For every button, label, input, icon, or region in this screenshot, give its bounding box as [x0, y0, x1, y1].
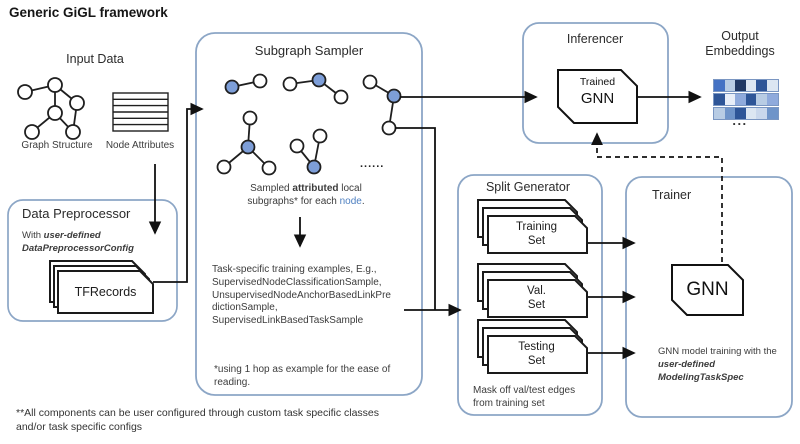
note-config: DataPreprocessorConfig [22, 243, 134, 254]
training-line2: Set [527, 234, 546, 247]
val-set-stack [477, 263, 588, 318]
diagram-footnote: **All components can be user configured … [16, 406, 436, 434]
embedding-cell [745, 108, 757, 119]
testing-line1: Testing [518, 341, 555, 353]
embedding-cell [766, 108, 778, 119]
testing-line2: Set [527, 354, 546, 367]
caption-p1: Sampled [250, 183, 293, 194]
embedding-cell [756, 94, 767, 105]
caption-attributed: attributed [292, 183, 339, 194]
page-title: Generic GiGL framework [9, 5, 168, 20]
embedding-cell [745, 94, 757, 105]
embedding-cell [735, 108, 746, 119]
trainer-note-taskspec: ModelingTaskSpec [658, 372, 744, 383]
trainer-title: Trainer [652, 188, 692, 202]
caption-p3: local subgraphs* for each [247, 183, 362, 207]
note-prefix: With [22, 230, 44, 241]
embedding-cell [714, 94, 725, 105]
output-ellipsis: ... [732, 113, 748, 128]
val-line2: Set [527, 298, 546, 311]
sampler-caption: Sampled attributed local subgraphs* for … [231, 182, 381, 208]
data-preprocessor-box [7, 199, 178, 322]
mask-note-line2: from training set [473, 398, 545, 409]
trainer-note: GNN model training with the user-defined… [658, 345, 778, 384]
val-line1: Val. [527, 285, 546, 297]
task-line: dictionSample, [212, 302, 278, 314]
embedding-cell [724, 80, 736, 91]
task-line: Task-specific training examples, E.g., [212, 264, 377, 275]
inferencer-title: Inferencer [566, 32, 624, 46]
tfrecords-label: TFRecords [74, 285, 137, 299]
graph-structure-label: Graph Structure [21, 140, 93, 151]
trained-gnn-card [557, 69, 638, 124]
arrow-tfrecords-to-sampler [153, 102, 204, 283]
data-preprocessor-title: Data Preprocessor [22, 206, 131, 221]
training-line1: Training [515, 221, 558, 233]
embedding-cell [714, 108, 725, 119]
trainer-gnn-label: GNN [686, 279, 729, 300]
trained-label: Trained [579, 76, 616, 88]
sampler-ellipsis: ...... [360, 158, 385, 170]
embedding-row [713, 93, 779, 106]
node-attributes-icon [112, 92, 169, 132]
graph-structure-icon [17, 77, 85, 140]
tfrecords-stack [49, 260, 154, 314]
split-generator-title: Split Generator [485, 180, 571, 194]
embedding-cell [756, 108, 767, 119]
trainer-note-prefix: GNN model training with the [658, 346, 777, 357]
testing-set-stack [477, 319, 588, 374]
output-label-line1: Output [721, 29, 759, 43]
output-embeddings-grid [713, 79, 779, 120]
sampler-footnote: *using 1 hop as example for the ease of … [214, 364, 391, 388]
output-label-line2: Embeddings [705, 44, 775, 58]
footnote-line1: **All components can be user configured … [16, 407, 380, 419]
task-line: UnsupervisedNodeAnchorBasedLinkPre [212, 289, 391, 301]
task-line: SupervisedLinkBasedTaskSample [212, 315, 364, 327]
caption-node-link: node [339, 196, 362, 207]
caption-p5: . [361, 196, 365, 207]
gnn-card [671, 264, 744, 316]
note-user-defined: user-defined [43, 230, 101, 241]
footnote-line2: and/or task specific configs [16, 421, 143, 433]
mask-note-line1: Mask off val/test edges [473, 385, 576, 396]
split-generator-box [457, 174, 603, 416]
embedding-cell [724, 108, 736, 119]
trainer-note-user-defined: user-defined [658, 359, 716, 370]
embedding-row [713, 79, 779, 92]
embedding-cell [756, 80, 767, 91]
embedding-cell [766, 80, 778, 91]
embedding-row [713, 107, 779, 120]
connector-sampler-down [395, 127, 436, 310]
embedding-cell [724, 94, 736, 105]
input-data-label: Input Data [66, 52, 124, 66]
subgraph-sampler-title: Subgraph Sampler [254, 43, 364, 58]
trained-gnn-label: GNN [580, 90, 615, 107]
training-set-stack [477, 199, 588, 254]
subgraph-sampler-box [195, 32, 423, 396]
split-generator-note: Mask off val/test edges from training set [473, 384, 598, 410]
val-set-label: Val.Set [490, 285, 583, 312]
task-examples-text: Task-specific training examples, E.g., S… [212, 264, 420, 328]
embedding-cell [735, 94, 746, 105]
embedding-cell [745, 80, 757, 91]
embedding-cell [714, 80, 725, 91]
node-attributes-label: Node Attributes [105, 140, 175, 151]
embedding-cell [735, 80, 746, 91]
embedding-cell [766, 94, 778, 105]
sampled-subgraphs [216, 72, 402, 176]
task-line: SupervisedNodeClassificationSample, [212, 276, 382, 288]
